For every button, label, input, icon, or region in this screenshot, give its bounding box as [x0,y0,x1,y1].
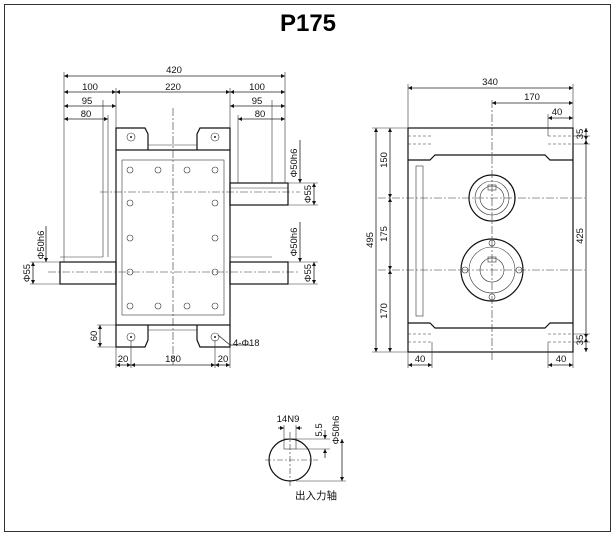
foot-hole-group [126,132,220,342]
front-left-lower-shaft [59,261,117,285]
dim-80-right: 80 [255,109,266,120]
dim-170-top: 170 [524,92,540,103]
side-plate [415,165,424,317]
dim-425: 425 [575,228,586,244]
dim-35-bottom: 35 [575,335,586,346]
shaft-detail: 14N9 5.5 Φ50h6 出入力轴 [265,414,346,502]
side-top-flange [408,154,573,161]
front-view: 420 100 220 100 95 95 80 80 Φ50h6 Φ55 Φ5… [22,65,318,368]
dim-60: 60 [89,331,100,342]
dim-150: 150 [379,152,390,168]
side-bottom-flange [408,322,573,329]
dim-left-shaft-55: Φ55 [22,264,33,282]
front-bottom-left-foot [115,325,149,348]
dim-left-shaft-h6: Φ50h6 [36,231,47,260]
dim-keyway: 14N9 [277,414,300,425]
dim-220: 220 [165,82,181,93]
hole-callout: 4-Φ18 [233,338,260,349]
side-foot-holes [408,135,573,343]
dim-40-bottom-left: 40 [415,354,426,365]
dim-shaft-diameter: Φ50h6 [331,416,342,445]
dim-right-lower-55: Φ55 [303,264,314,282]
shaft-caption: 出入力轴 [295,489,337,502]
front-bottom-right-foot [196,325,231,348]
dim-right-upper-55: Φ55 [303,185,314,203]
dim-80-left: 80 [81,109,92,120]
dim-40-bottom-right: 40 [556,354,567,365]
drawing-frame [4,4,611,532]
front-top-right-foot [196,127,231,150]
drawing-title: P175 [279,10,337,37]
front-top-left-foot [115,127,149,150]
dim-420: 420 [166,65,182,76]
dim-100-right: 100 [249,82,265,93]
dim-keyway-depth: 5.5 [314,423,325,436]
dim-95-left: 95 [82,96,93,107]
dim-right-upper-h6: Φ50h6 [289,149,300,178]
side-body-outline [407,127,574,353]
dim-340: 340 [482,77,498,88]
dim-right-lower-h6: Φ50h6 [289,228,300,257]
front-right-lower-shaft [229,261,289,285]
body-bolt-holes [126,166,219,310]
dim-40-top: 40 [552,107,563,118]
dim-100-left: 100 [82,82,98,93]
dim-180: 180 [165,354,181,365]
dim-170-left: 170 [379,303,390,319]
dim-495: 495 [365,232,376,248]
dim-35-top: 35 [575,129,586,140]
side-view: 340 170 40 495 150 175 170 35 425 35 [365,77,590,368]
dim-95-right: 95 [252,96,263,107]
dim-20-left: 20 [118,354,129,365]
dim-20-right: 20 [218,354,229,365]
dim-175: 175 [379,226,390,242]
front-right-upper-shaft [229,182,289,206]
